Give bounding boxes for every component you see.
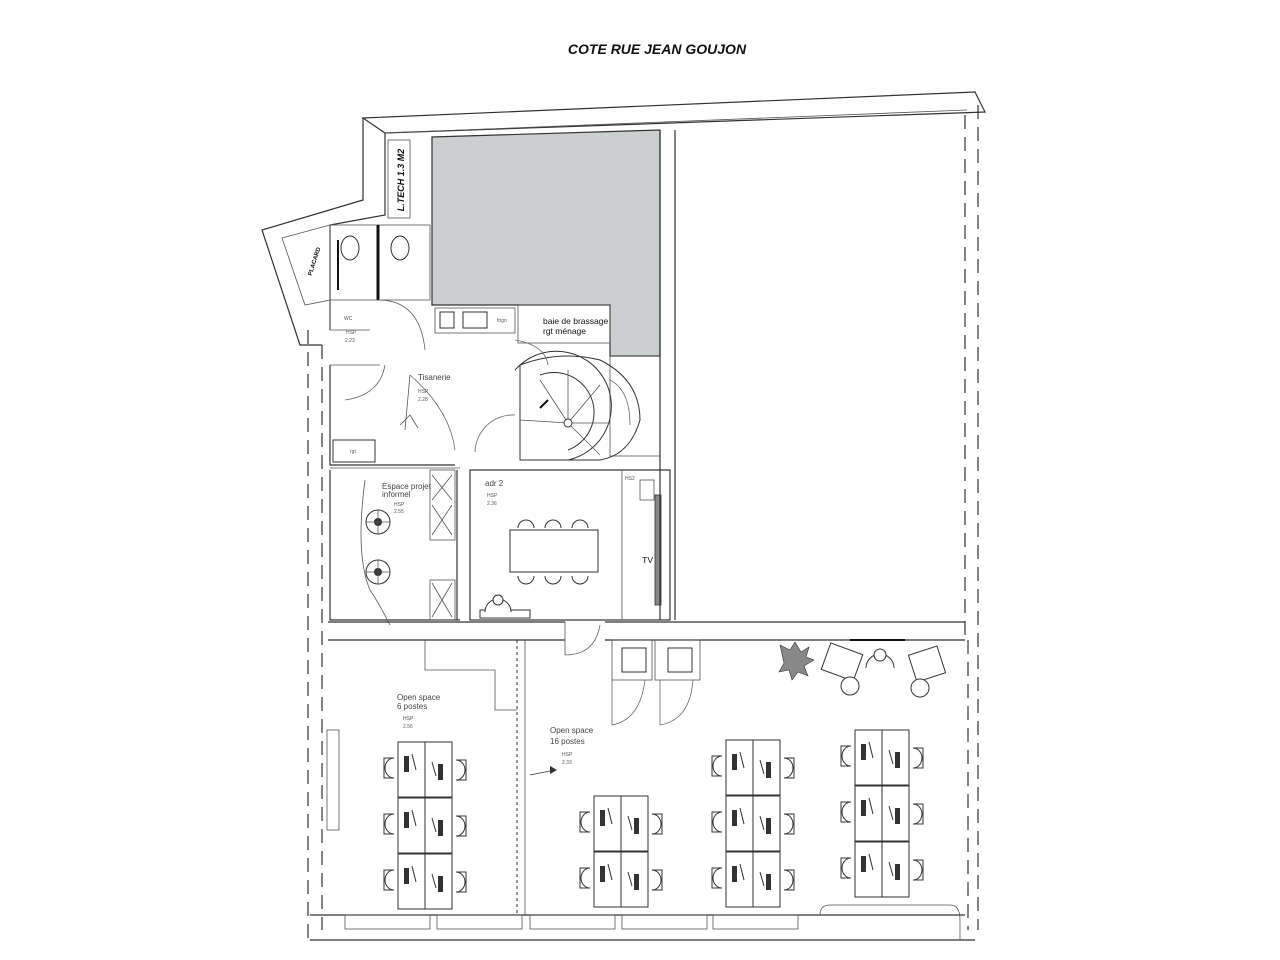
chair-icon <box>783 869 795 891</box>
desk-cluster <box>579 729 924 908</box>
tv-label: TV <box>642 555 653 565</box>
tisanerie-hsp: HSP <box>418 389 429 395</box>
open16-line2: 16 postes <box>550 737 585 746</box>
spiral-staircase <box>474 339 661 461</box>
placard-area: PLACARD <box>261 118 386 346</box>
chair-icon <box>840 801 852 823</box>
wc-hsp-value: 2.23 <box>345 338 355 344</box>
chair-icon <box>783 757 795 779</box>
desk-cluster <box>383 741 467 910</box>
workstation-pair <box>579 851 663 908</box>
phone-booths <box>611 639 701 726</box>
workstation-pair <box>579 795 663 852</box>
adr2-name: adr 2 <box>485 479 504 488</box>
tisanerie-name: Tisanerie <box>418 373 451 382</box>
rgt-label: rgt <box>350 449 356 455</box>
adr2-hsp-value: 2.36 <box>487 501 497 507</box>
chair-icon <box>455 871 467 893</box>
wc-name: WC <box>344 316 353 322</box>
workstation-pair <box>383 797 467 854</box>
ltech-label: L.TECH 1.3 M2 <box>396 149 406 212</box>
open-space-16-room: Open space 16 postes HSP 2.33 <box>529 639 947 908</box>
open6-line1: Open space <box>397 693 441 702</box>
chair-icon <box>455 815 467 837</box>
workstation-pair <box>711 739 795 796</box>
chair-icon <box>579 867 591 889</box>
chair-icon <box>383 757 395 779</box>
espace-line2: informel <box>382 490 411 499</box>
open-space-6-room: Open space 6 postes HSP 2.56 <box>326 640 526 915</box>
chair-icon <box>711 811 723 833</box>
wc-block: WC HSP 2.23 <box>329 224 431 351</box>
workstation-pair <box>383 853 467 910</box>
chair-icon <box>383 813 395 835</box>
wc-hsp: HSP <box>346 330 357 336</box>
workstation-pair <box>711 795 795 852</box>
chair-icon <box>840 745 852 767</box>
chair-icon <box>651 869 663 891</box>
hs2-label: HS2 <box>625 476 635 482</box>
open16-hsp-value: 2.33 <box>562 760 572 766</box>
chair-icon <box>651 813 663 835</box>
open6-hsp-value: 2.56 <box>403 724 413 730</box>
baie-line2: rgt ménage <box>543 326 586 336</box>
chair-row-bottom <box>517 575 589 585</box>
chair-icon <box>912 859 924 881</box>
ltech-closet: L.TECH 1.3 M2 <box>387 139 411 219</box>
adr2-hsp: HSP <box>487 493 498 499</box>
tisanerie-hsp-value: 2.28 <box>418 397 428 403</box>
chair-icon <box>912 747 924 769</box>
open6-line2: 6 postes <box>397 702 427 711</box>
meeting-room-adr2: TV HS2 adr 2 HSP 2.36 <box>456 469 671 621</box>
frigo-label: frigo <box>497 318 507 324</box>
top-wall <box>361 91 986 134</box>
espace-hsp: HSP <box>394 502 405 508</box>
baie-line1: baie de brassage <box>543 316 608 326</box>
round-table <box>365 509 391 535</box>
lounge-area <box>778 639 947 698</box>
workstation-pair <box>840 841 924 898</box>
chair-row-top <box>517 519 589 529</box>
placard-label: PLACARD <box>308 246 323 276</box>
chair-icon <box>912 803 924 825</box>
chair-icon <box>383 869 395 891</box>
workstation-pair <box>383 741 467 798</box>
open16-line1: Open space <box>550 726 594 735</box>
round-table <box>365 559 391 585</box>
chair-icon <box>579 811 591 833</box>
bottom-wall <box>310 904 975 941</box>
open6-hsp: HSP <box>403 716 414 722</box>
chair-icon <box>783 813 795 835</box>
workstation-pair <box>840 785 924 842</box>
workstation-pair <box>711 851 795 908</box>
right-exterior-wall <box>964 105 979 930</box>
espace-projet-room: Espace projet informel HSP 2.55 <box>329 467 460 626</box>
workstation-pair <box>840 729 924 786</box>
chair-icon <box>711 755 723 777</box>
tisanerie-room: frigo baie de brassage rgt ménage rgt Ti… <box>329 304 611 466</box>
separation-wall <box>328 621 965 656</box>
left-exterior-wall <box>307 330 323 940</box>
plan-title: COTE RUE JEAN GOUJON <box>568 41 747 57</box>
espace-hsp-value: 2.55 <box>394 509 404 515</box>
chair-icon <box>840 857 852 879</box>
chair-icon <box>455 759 467 781</box>
espace-line1: Espace projet <box>382 482 432 491</box>
open16-hsp: HSP <box>562 752 573 758</box>
chair-icon <box>711 867 723 889</box>
